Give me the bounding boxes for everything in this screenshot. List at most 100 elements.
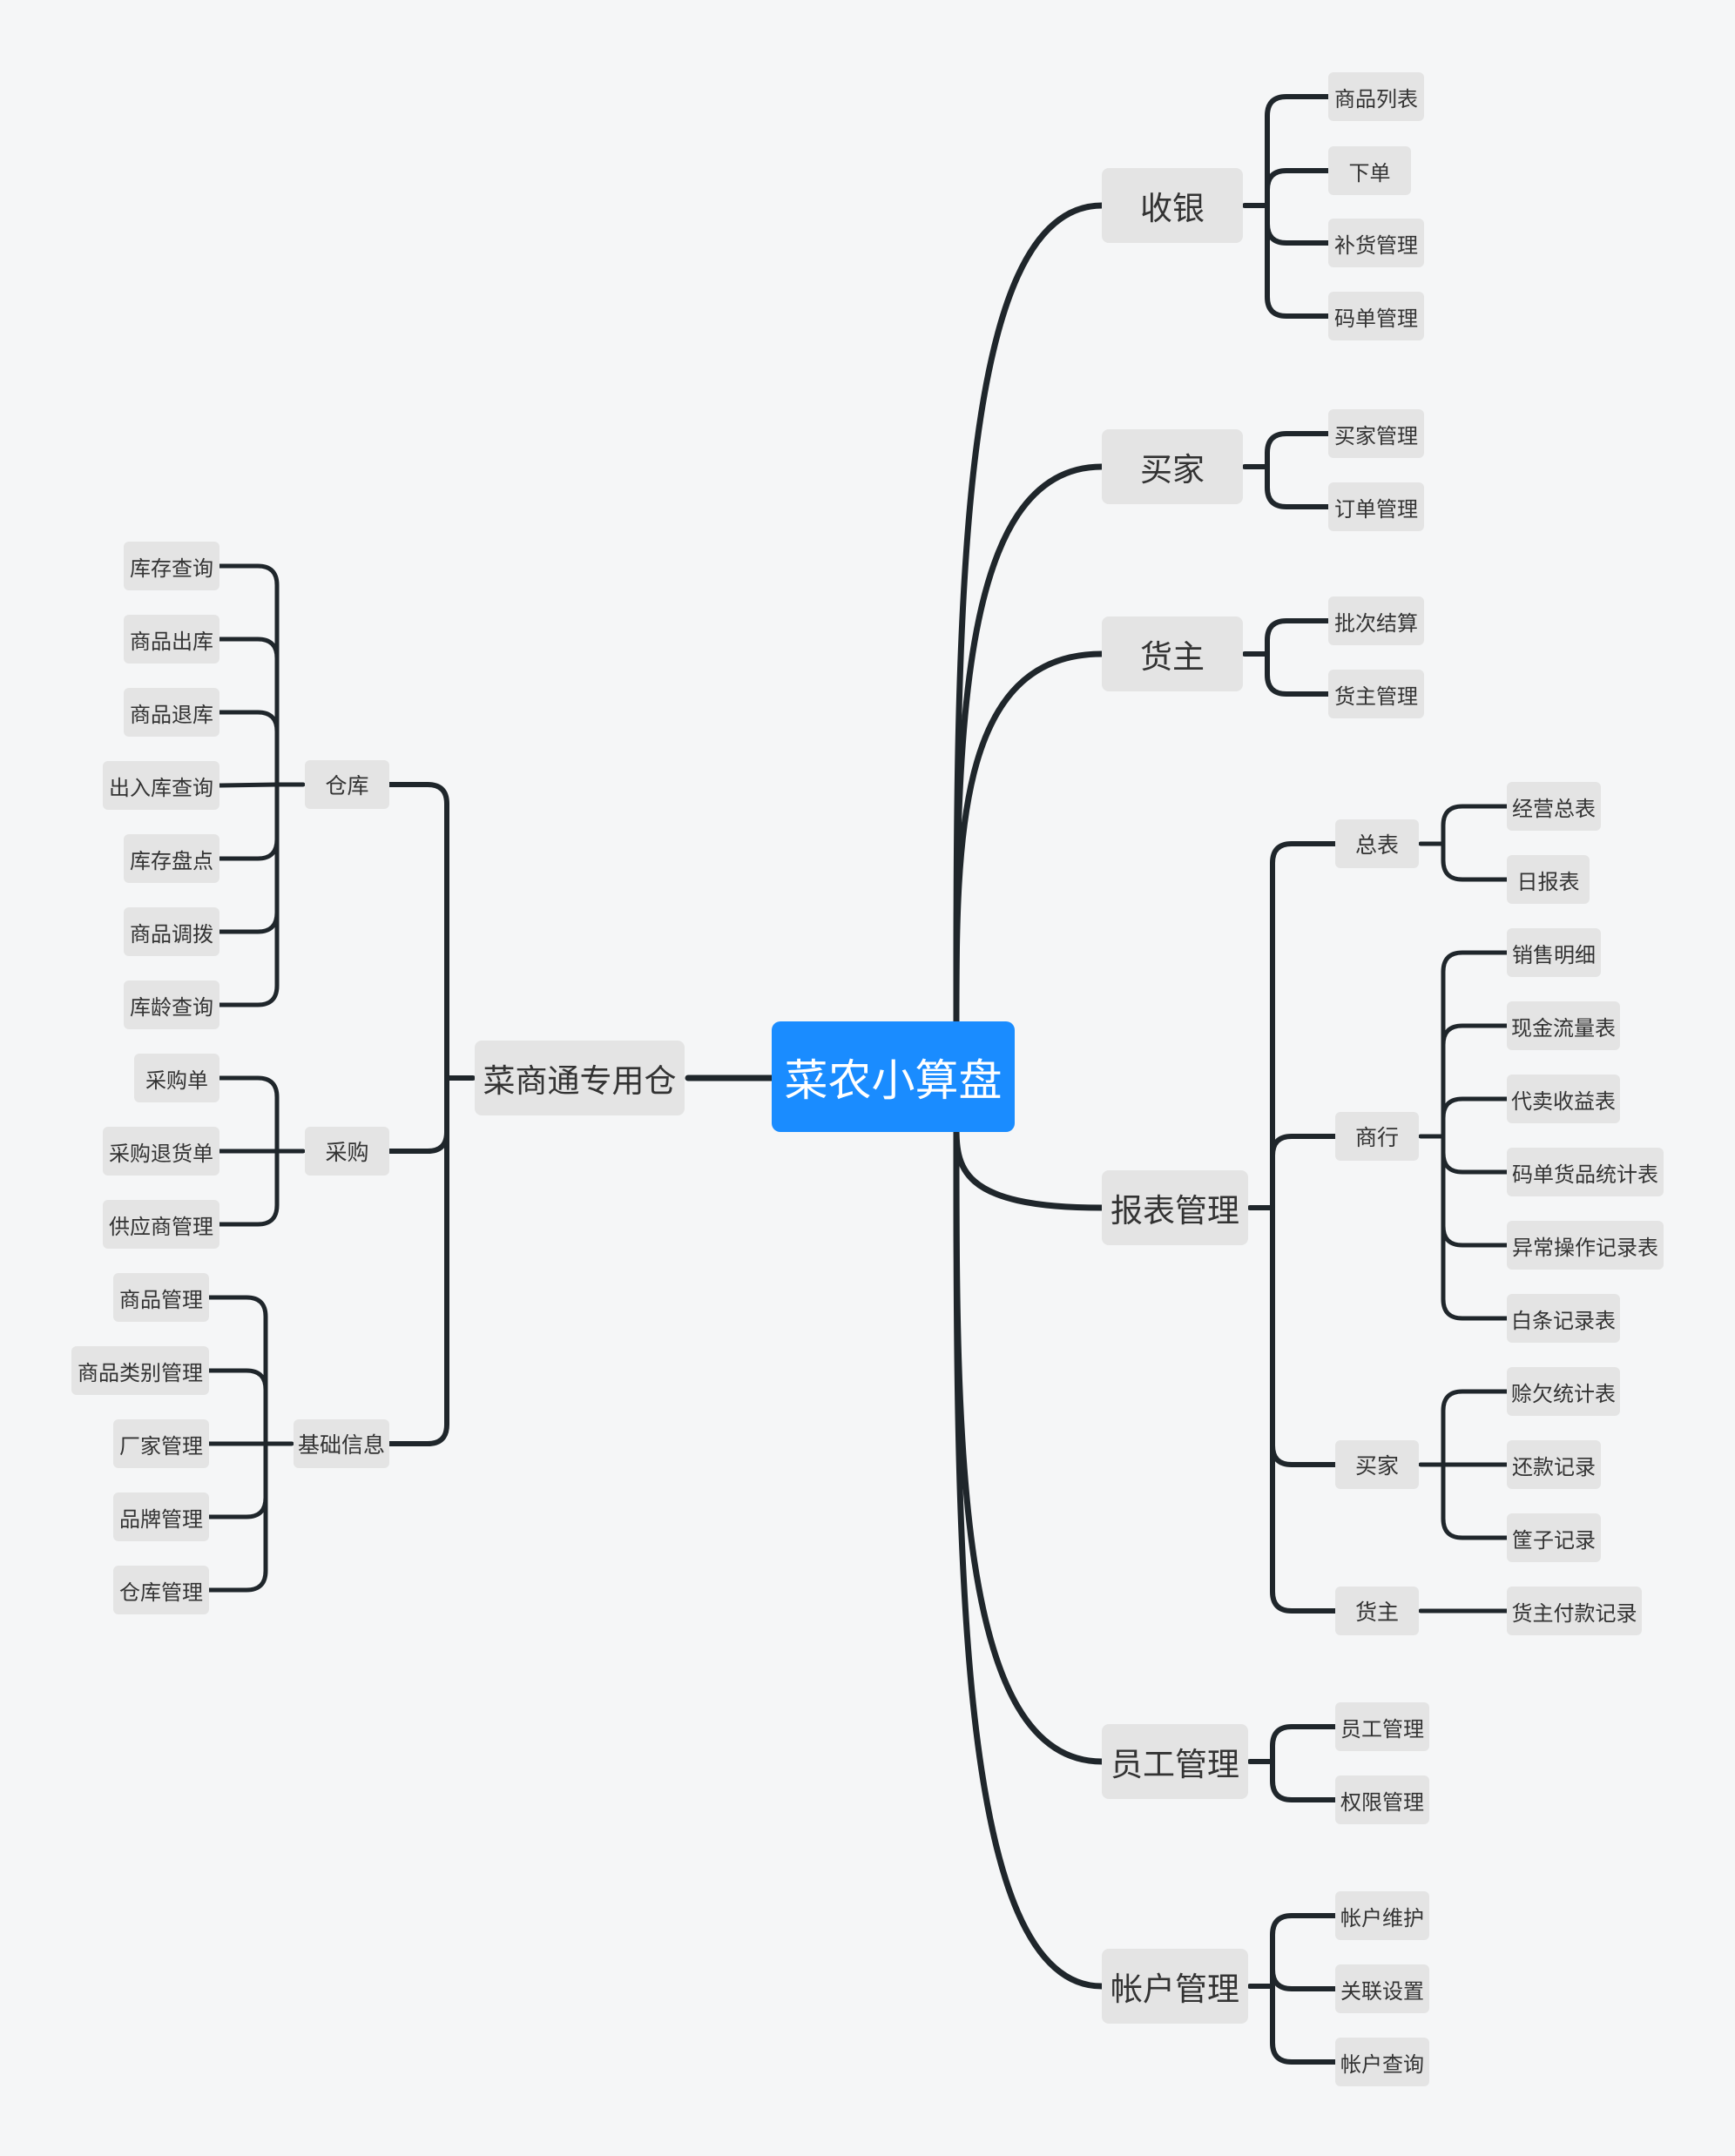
connector-line bbox=[953, 1120, 1105, 1765]
left-group-1[interactable]: 采购 bbox=[305, 1127, 389, 1176]
connector-line bbox=[387, 1075, 449, 1446]
left-group-2[interactable]: 基础信息 bbox=[294, 1419, 389, 1468]
connector-line bbox=[1270, 1984, 1338, 2065]
connector-line bbox=[206, 1441, 268, 1519]
branch-0-item-1[interactable]: 下单 bbox=[1328, 146, 1411, 195]
connector-line bbox=[206, 1368, 268, 1446]
connector-line bbox=[217, 1149, 280, 1227]
left-group-2-item-4[interactable]: 仓库管理 bbox=[113, 1566, 209, 1614]
branch-3-group-2-item-2[interactable]: 筐子记录 bbox=[1507, 1513, 1601, 1562]
connector-line bbox=[1265, 203, 1331, 319]
branch-3-group-0-item-1[interactable]: 日报表 bbox=[1507, 855, 1590, 904]
left-group-2-item-1[interactable]: 商品类别管理 bbox=[71, 1346, 209, 1395]
connector-line bbox=[1441, 1389, 1509, 1467]
connector-line bbox=[953, 463, 1105, 1031]
root-topic[interactable]: 菜农小算盘 bbox=[772, 1021, 1015, 1132]
branch-3-group-3-item-0[interactable]: 货主付款记录 bbox=[1507, 1587, 1642, 1635]
left-branch[interactable]: 菜商通专用仓 bbox=[475, 1041, 685, 1115]
connector-line bbox=[1265, 431, 1331, 469]
connector-line bbox=[217, 710, 280, 787]
connector-line bbox=[1270, 1134, 1338, 1210]
left-group-2-item-2[interactable]: 厂家管理 bbox=[113, 1419, 209, 1468]
branch-3[interactable]: 报表管理 bbox=[1102, 1170, 1248, 1245]
left-group-0[interactable]: 仓库 bbox=[305, 760, 389, 809]
connector-line bbox=[217, 563, 280, 787]
left-group-1-item-2[interactable]: 供应商管理 bbox=[103, 1200, 219, 1249]
branch-0-item-2[interactable]: 补货管理 bbox=[1328, 219, 1424, 267]
connector-line bbox=[953, 1120, 1105, 1990]
branch-5-item-2[interactable]: 帐户查询 bbox=[1335, 2038, 1429, 2086]
connector-line bbox=[387, 782, 449, 1081]
connector-line bbox=[1265, 203, 1331, 246]
branch-3-group-3[interactable]: 货主 bbox=[1335, 1587, 1419, 1635]
connector-line bbox=[1270, 1913, 1338, 1989]
branch-3-group-2[interactable]: 买家 bbox=[1335, 1440, 1419, 1489]
connector-line bbox=[206, 1295, 268, 1446]
connector-line bbox=[217, 782, 280, 861]
connector-line bbox=[1265, 168, 1331, 208]
connector-line bbox=[1265, 464, 1331, 509]
branch-2-item-1[interactable]: 货主管理 bbox=[1328, 670, 1424, 718]
connector-line bbox=[1441, 1134, 1509, 1175]
branch-1-item-0[interactable]: 买家管理 bbox=[1328, 409, 1424, 458]
connector-line bbox=[387, 1075, 449, 1154]
left-group-0-item-2[interactable]: 商品退库 bbox=[124, 688, 219, 737]
connector-line bbox=[1441, 1096, 1509, 1139]
left-group-0-item-0[interactable]: 库存查询 bbox=[124, 542, 219, 590]
branch-3-group-1-item-3[interactable]: 码单货品统计表 bbox=[1507, 1148, 1664, 1196]
branch-0-item-3[interactable]: 码单管理 bbox=[1328, 292, 1424, 340]
connector-line bbox=[1441, 841, 1509, 882]
branch-3-group-2-item-1[interactable]: 还款记录 bbox=[1507, 1440, 1601, 1489]
left-group-0-item-5[interactable]: 商品调拨 bbox=[124, 907, 219, 956]
branch-3-group-2-item-0[interactable]: 赊欠统计表 bbox=[1507, 1367, 1620, 1416]
branch-3-group-1[interactable]: 商行 bbox=[1335, 1112, 1419, 1161]
branch-2[interactable]: 货主 bbox=[1102, 616, 1243, 691]
connector-line bbox=[1265, 94, 1331, 208]
connector-line bbox=[217, 637, 280, 787]
branch-0[interactable]: 收银 bbox=[1102, 168, 1243, 243]
connector-line bbox=[1270, 1205, 1338, 1614]
connector-line bbox=[1265, 618, 1331, 657]
branch-3-group-0[interactable]: 总表 bbox=[1335, 819, 1419, 868]
connector-line bbox=[217, 782, 280, 1007]
connector-line bbox=[1270, 1759, 1338, 1802]
branch-4-item-0[interactable]: 员工管理 bbox=[1335, 1702, 1429, 1751]
left-group-0-item-3[interactable]: 出入库查询 bbox=[103, 761, 219, 810]
left-group-2-item-0[interactable]: 商品管理 bbox=[113, 1273, 209, 1322]
branch-3-group-1-item-0[interactable]: 销售明细 bbox=[1507, 928, 1601, 977]
branch-3-group-0-item-0[interactable]: 经营总表 bbox=[1507, 782, 1601, 831]
branch-1[interactable]: 买家 bbox=[1102, 429, 1243, 504]
branch-0-item-0[interactable]: 商品列表 bbox=[1328, 72, 1424, 121]
left-group-0-item-4[interactable]: 库存盘点 bbox=[124, 834, 219, 883]
connector-line bbox=[1265, 651, 1331, 697]
connector-line bbox=[1441, 1134, 1509, 1321]
connector-line bbox=[1441, 1134, 1509, 1248]
left-group-0-item-6[interactable]: 库龄查询 bbox=[124, 980, 219, 1029]
branch-3-group-1-item-4[interactable]: 异常操作记录表 bbox=[1507, 1221, 1664, 1270]
connector-line bbox=[1270, 1724, 1338, 1764]
branch-4-item-1[interactable]: 权限管理 bbox=[1335, 1775, 1429, 1824]
left-group-1-item-1[interactable]: 采购退货单 bbox=[103, 1127, 219, 1176]
branch-5-item-0[interactable]: 帐户维护 bbox=[1335, 1891, 1429, 1940]
connector-line bbox=[1270, 1969, 1338, 1991]
connector-line bbox=[1441, 1462, 1509, 1540]
branch-3-group-1-item-1[interactable]: 现金流量表 bbox=[1507, 1001, 1620, 1050]
connector-line bbox=[953, 1120, 1105, 1211]
branch-4[interactable]: 员工管理 bbox=[1102, 1724, 1248, 1799]
branch-2-item-0[interactable]: 批次结算 bbox=[1328, 596, 1424, 645]
connector-line bbox=[1441, 950, 1509, 1139]
connector-line bbox=[206, 1441, 268, 1593]
branch-5[interactable]: 帐户管理 bbox=[1102, 1949, 1248, 2024]
connector-line bbox=[217, 1075, 280, 1154]
branch-5-item-1[interactable]: 关联设置 bbox=[1335, 1964, 1429, 2013]
connector-line bbox=[1441, 1023, 1509, 1139]
branch-3-group-1-item-2[interactable]: 代卖收益表 bbox=[1507, 1075, 1620, 1123]
connector-line bbox=[953, 650, 1105, 1031]
branch-1-item-1[interactable]: 订单管理 bbox=[1328, 482, 1424, 531]
left-group-2-item-3[interactable]: 品牌管理 bbox=[113, 1492, 209, 1541]
left-group-0-item-1[interactable]: 商品出库 bbox=[124, 615, 219, 664]
left-group-1-item-0[interactable]: 采购单 bbox=[134, 1054, 219, 1102]
connector-line bbox=[1270, 841, 1338, 1210]
branch-3-group-1-item-5[interactable]: 白条记录表 bbox=[1507, 1294, 1620, 1343]
